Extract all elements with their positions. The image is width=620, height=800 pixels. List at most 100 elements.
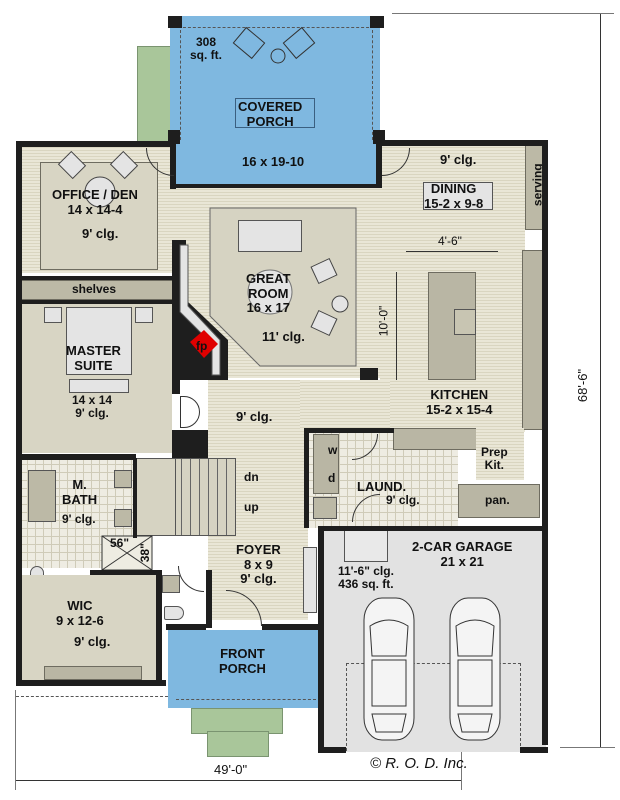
shower-depth: 38"	[137, 543, 152, 563]
dining-name: DINING	[430, 181, 477, 196]
wall-shelves-bottom	[16, 300, 176, 304]
front-step-lower	[207, 731, 269, 757]
depth-tick-bottom	[560, 747, 615, 748]
prep-kitchen-label: Prep Kit.	[481, 445, 508, 473]
wall-bath-wic	[90, 570, 162, 575]
stairs-up-label: up	[244, 500, 259, 514]
covered-porch-size: 16 x 19-10	[242, 154, 305, 169]
porch-dining-table	[235, 98, 315, 128]
washer-dryer-counter	[313, 434, 339, 494]
wall-east-dining	[542, 140, 548, 745]
stairs-down-label: dn	[244, 470, 259, 484]
wall-powder-divider	[206, 570, 212, 628]
island-clearance-line	[406, 251, 498, 252]
master-double-door[interactable]	[180, 396, 200, 428]
kitchen-name: KITCHEN	[430, 387, 489, 402]
width-tick-left	[15, 690, 16, 790]
covered-porch	[170, 16, 380, 188]
wall-master-east	[172, 378, 180, 394]
wall-garage-south-left	[318, 747, 346, 753]
master-suite-dim: 14 x 14	[72, 393, 113, 407]
wall-master-bath-top	[16, 454, 136, 460]
foyer-bench	[303, 547, 317, 613]
office-name: OFFICE / DEN	[52, 187, 138, 202]
master-suite-label: MASTER SUITE	[66, 343, 121, 373]
vanity-sink	[114, 470, 132, 488]
prep-kitchen-name-1: Prep	[481, 445, 508, 459]
master-bath-label: M. BATH	[62, 477, 98, 507]
stair-landing	[136, 458, 176, 536]
covered-porch-label: COVERED PORCH	[238, 99, 302, 129]
fireplace-icon	[190, 330, 218, 358]
wic-label: WIC 9 x 12-6	[56, 598, 104, 628]
foyer-ceiling: 9' clg.	[240, 571, 277, 587]
depth-tick-top	[392, 13, 614, 14]
wall-great-room-corner	[360, 368, 378, 380]
office-ceiling: 9' clg.	[82, 226, 119, 241]
porch-chair-icon	[282, 26, 316, 60]
front-porch	[168, 630, 320, 708]
wall-garage-west	[318, 528, 324, 750]
island-cooktop	[454, 309, 476, 335]
garage-name: 2-CAR GARAGE	[412, 539, 513, 554]
kitchen-size: 15-2 x 15-4	[426, 401, 493, 417]
overall-depth-label: 68'-6"	[575, 368, 591, 403]
dining-ceiling: 9' clg.	[440, 152, 477, 167]
laundry-ceiling: 9' clg.	[386, 493, 420, 507]
porch-side-table-icon	[270, 48, 286, 64]
porch-chair-icon	[232, 26, 266, 60]
porch-column	[370, 16, 384, 28]
bench	[69, 379, 129, 393]
front-porch-label: FRONT PORCH	[219, 646, 266, 676]
garage-label: 2-CAR GARAGE 21 x 21	[412, 539, 513, 569]
office-label: OFFICE / DEN 14 x 14-4	[52, 187, 138, 217]
bed	[66, 307, 132, 375]
wall-garage-north	[318, 526, 548, 531]
armchair-icon	[310, 309, 338, 337]
width-tick-right	[461, 750, 462, 790]
dining-label: DINING 15-2 x 9-8	[424, 181, 483, 211]
coffee-table-icon	[247, 269, 293, 315]
wic-name: WIC	[67, 598, 93, 613]
wall-master-east-2	[172, 430, 208, 458]
sofa	[238, 220, 302, 252]
prep-kitchen	[476, 428, 524, 480]
wall-porch-east	[376, 140, 382, 188]
house-setback-line	[16, 696, 168, 697]
overall-width-dimension	[16, 780, 462, 781]
car-icon	[363, 597, 415, 741]
master-suite-size: 14 x 14 9' clg.	[72, 393, 113, 421]
front-porch-name-1: FRONT	[220, 646, 265, 661]
porch-column	[168, 130, 180, 144]
kitchen-perimeter-counter	[522, 250, 544, 430]
shower-icon	[101, 535, 153, 571]
island-clearance-label: 4'-6"	[438, 234, 462, 248]
great-room-name-1: GREAT	[246, 271, 291, 286]
master-suite-name-1: MASTER	[66, 343, 121, 358]
shower-width: 56"	[110, 536, 130, 550]
powder-door[interactable]	[178, 566, 204, 592]
vanity-sink	[114, 509, 132, 527]
porch-area-number: 308	[195, 35, 217, 49]
wall-stairs-west	[133, 458, 137, 538]
powder-sink	[162, 575, 180, 593]
side-table-icon	[331, 295, 349, 313]
master-bath-name-2: BATH	[62, 491, 98, 507]
wic-size: 9 x 12-6	[56, 612, 104, 628]
front-porch-name-2: PORCH	[219, 660, 266, 676]
wall-foyer-porch-right	[262, 624, 320, 630]
overall-width-label: 49'-0"	[214, 762, 248, 777]
great-room-size: 16 x 17	[246, 300, 290, 316]
car-icon	[449, 597, 501, 741]
porch-column	[168, 16, 182, 28]
foyer-label: FOYER 8 x 9 9' clg.	[236, 542, 281, 587]
laundry-sink	[313, 497, 337, 519]
porch-beam-line	[178, 27, 374, 28]
porch-beam-line-right	[372, 30, 373, 140]
foyer-size: 8 x 9	[243, 556, 273, 572]
armchair-icon	[310, 257, 338, 285]
hall-ceiling: 9' clg.	[236, 409, 273, 424]
master-bath-ceiling: 9' clg.	[62, 512, 96, 526]
wall-foyer-porch-left	[166, 624, 206, 630]
fireplace-label: fp	[196, 339, 208, 353]
